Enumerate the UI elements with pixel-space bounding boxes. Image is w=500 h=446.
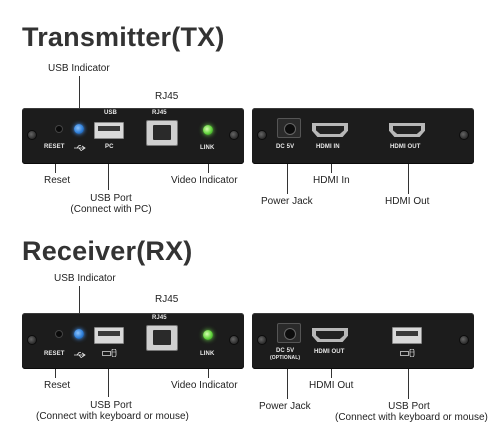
rx-rj45-panel-label: RJ45 xyxy=(152,315,167,321)
tx-usb-label: USB xyxy=(104,110,117,116)
rx-usb-indicator-leader xyxy=(79,286,80,317)
tx-rj45-callout: RJ45 xyxy=(155,91,179,102)
tx-rj45-panel-label: RJ45 xyxy=(152,110,167,116)
rx-dc-optional-label: (OPTIONAL) xyxy=(270,355,301,361)
screw-icon xyxy=(459,335,469,345)
rx-usb-port-callout-line1: USB Port xyxy=(90,400,132,411)
tx-reset-button[interactable] xyxy=(55,125,63,133)
rx-hdmi-out-port[interactable] xyxy=(312,328,348,342)
rx-usb-port-callout-line2: (Connect with keyboard or mouse) xyxy=(36,411,189,422)
rx-rj45-port[interactable] xyxy=(146,325,178,351)
usb-trident-icon xyxy=(74,352,86,360)
rx-usb-port-2[interactable] xyxy=(392,327,422,344)
tx-reset-leader xyxy=(55,164,56,173)
rx-link-label: LINK xyxy=(200,351,215,357)
keyboard-mouse-icon xyxy=(400,348,416,359)
rx-usb-port-callout: USB Port (Connect with keyboard or mouse… xyxy=(36,400,189,422)
tx-hdmi-in-port[interactable] xyxy=(312,123,348,137)
rx-reset-leader xyxy=(55,369,56,378)
rx-dc-label: DC 5V xyxy=(276,348,295,354)
tx-hdmi-in-leader xyxy=(331,164,332,173)
transmitter-heading: Transmitter(TX) xyxy=(22,22,225,52)
tx-usb-led xyxy=(74,124,84,134)
rx-rear-panel: DC 5V (OPTIONAL) HDMI OUT xyxy=(252,313,474,369)
screw-icon xyxy=(257,335,267,345)
tx-video-leader xyxy=(208,164,209,173)
rx-video-indicator-callout: Video Indicator xyxy=(171,380,238,391)
tx-video-indicator-callout: Video Indicator xyxy=(171,175,238,186)
tx-usb-port-callout: USB Port (Connect with PC) xyxy=(67,193,155,215)
tx-power-jack[interactable] xyxy=(277,118,301,138)
tx-hdmi-out-leader xyxy=(408,164,409,194)
rx-usb-led xyxy=(74,329,84,339)
screw-icon xyxy=(257,130,267,140)
rx-usb-port[interactable] xyxy=(94,327,124,344)
tx-rear-panel: DC 5V HDMI IN HDMI OUT xyxy=(252,108,474,164)
tx-usb-port-callout-line1: USB Port xyxy=(90,193,132,204)
screw-icon xyxy=(27,130,37,140)
rx-front-panel: RESET RJ45 LINK xyxy=(22,313,244,369)
tx-dc-label: DC 5V xyxy=(276,144,295,150)
usb-trident-icon xyxy=(74,145,86,153)
tx-reset-callout: Reset xyxy=(44,175,71,186)
tx-link-led xyxy=(203,125,213,135)
tx-hdmi-out-label: HDMI OUT xyxy=(390,144,421,150)
rx-usb-port2-callout-line1: USB Port xyxy=(388,401,430,412)
rx-reset-label: RESET xyxy=(44,351,65,357)
rx-power-jack-callout: Power Jack xyxy=(259,401,311,412)
keyboard-mouse-icon xyxy=(102,348,118,359)
rx-usb-port2-leader xyxy=(408,369,409,399)
tx-usb-indicator-leader xyxy=(79,76,80,112)
tx-hdmi-out-port[interactable] xyxy=(389,123,425,137)
rx-usb-port-leader xyxy=(108,369,109,397)
rx-usb-port2-callout: USB Port (Connect with keyboard or mouse… xyxy=(335,401,488,423)
tx-link-label: LINK xyxy=(200,145,215,151)
tx-rj45-port[interactable] xyxy=(146,120,178,146)
rx-rj45-callout: RJ45 xyxy=(155,294,179,305)
screw-icon xyxy=(27,335,37,345)
screw-icon xyxy=(229,335,239,345)
tx-power-jack-callout: Power Jack xyxy=(261,196,313,207)
tx-usb-port-leader xyxy=(108,164,109,190)
tx-usb-port-callout-line2: (Connect with PC) xyxy=(70,204,152,215)
rx-video-leader xyxy=(208,369,209,378)
screw-icon xyxy=(229,130,239,140)
rx-reset-button[interactable] xyxy=(55,330,63,338)
rx-power-jack[interactable] xyxy=(277,323,301,343)
rx-hdmi-out-callout: HDMI Out xyxy=(309,380,354,391)
rx-usb-indicator-callout: USB Indicator xyxy=(54,273,116,284)
tx-hdmi-in-label: HDMI IN xyxy=(316,144,340,150)
rx-reset-callout: Reset xyxy=(44,380,71,391)
rx-hdmi-out-label: HDMI OUT xyxy=(314,349,345,355)
rx-hdmi-out-leader xyxy=(331,369,332,378)
tx-usb-indicator-callout: USB Indicator xyxy=(48,63,110,74)
tx-usb-port[interactable] xyxy=(94,122,124,139)
rx-usb-port2-callout-line2: (Connect with keyboard or mouse) xyxy=(335,412,488,423)
tx-front-panel: RESET USB PC RJ45 LINK xyxy=(22,108,244,164)
tx-hdmi-in-callout: HDMI In xyxy=(313,175,350,186)
receiver-heading: Receiver(RX) xyxy=(22,236,193,266)
rx-power-leader xyxy=(287,369,288,399)
rx-link-led xyxy=(203,330,213,340)
tx-reset-label: RESET xyxy=(44,144,65,150)
screw-icon xyxy=(459,130,469,140)
tx-pc-label: PC xyxy=(105,144,114,150)
tx-hdmi-out-callout: HDMI Out xyxy=(385,196,430,207)
tx-power-leader xyxy=(287,164,288,194)
